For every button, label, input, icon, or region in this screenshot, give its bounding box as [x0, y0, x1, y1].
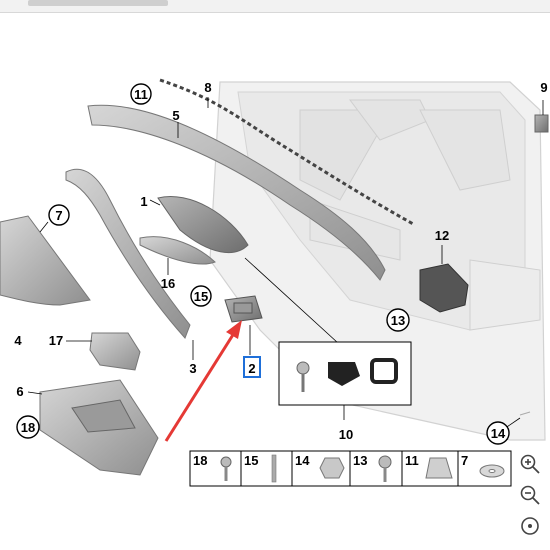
- part-9-clip: [534, 100, 549, 133]
- callout-4[interactable]: 4: [14, 333, 22, 348]
- callout-1[interactable]: 1: [140, 194, 147, 209]
- callout-11[interactable]: 11: [130, 83, 152, 105]
- callout-13[interactable]: 13: [386, 308, 410, 332]
- svg-text:13: 13: [391, 313, 405, 328]
- part-2-switch-bezel: [224, 295, 263, 355]
- callout-10[interactable]: 10: [339, 427, 353, 442]
- svg-text:14: 14: [491, 426, 506, 441]
- pin-icon: [271, 454, 277, 483]
- leader-line: [244, 257, 339, 344]
- part-6-storage-pocket: [27, 379, 159, 476]
- part-1-handle-trim: [149, 196, 249, 254]
- clip-icon: [425, 457, 453, 479]
- legend-item-7: 7: [461, 453, 468, 468]
- highlight-arrow: [164, 320, 242, 442]
- callout-16[interactable]: 16: [161, 276, 175, 291]
- zoom-in-icon: [520, 454, 540, 474]
- legend-item-18: 18: [193, 453, 207, 468]
- svg-text:11: 11: [134, 87, 148, 102]
- group-10-box: [278, 341, 412, 420]
- part-7-speaker-cover: [0, 215, 91, 306]
- frame-clip-icon: [370, 358, 398, 384]
- callout-9[interactable]: 9: [540, 80, 547, 95]
- zoom-out-button[interactable]: [514, 481, 546, 509]
- screw-icon: [378, 455, 392, 482]
- callout-7[interactable]: 7: [48, 204, 70, 226]
- nut-icon: [319, 457, 345, 479]
- part-17-bracket: [66, 332, 141, 371]
- zoom-in-button[interactable]: [514, 450, 546, 478]
- parts-legend: 18 15 14 13 11 7: [189, 450, 512, 487]
- callout-15[interactable]: 15: [190, 285, 212, 307]
- callout-17[interactable]: 17: [49, 333, 63, 348]
- callout-14[interactable]: 14: [486, 421, 510, 445]
- callout-6[interactable]: 6: [16, 384, 23, 399]
- part-3-handle-bar: [65, 168, 194, 360]
- screw-icon: [220, 456, 232, 481]
- zoom-out-icon: [520, 485, 540, 505]
- callout-18[interactable]: 18: [16, 415, 40, 439]
- callout-5[interactable]: 5: [172, 108, 179, 123]
- callout-12[interactable]: 12: [435, 228, 449, 243]
- legend-item-13: 13: [353, 453, 367, 468]
- callout-3[interactable]: 3: [189, 361, 196, 376]
- svg-text:7: 7: [55, 208, 62, 223]
- callout-8[interactable]: 8: [204, 80, 211, 95]
- legend-item-14: 14: [295, 453, 310, 468]
- callout-2[interactable]: 2: [248, 361, 255, 376]
- svg-text:18: 18: [21, 420, 35, 435]
- clip-icon: [328, 362, 360, 386]
- washer-icon: [479, 464, 505, 478]
- part-16-cover: [139, 236, 216, 275]
- screw-icon: [296, 361, 310, 392]
- part-5-trim-strip: [87, 104, 386, 281]
- blurred-header-text: [28, 0, 168, 6]
- highlight-box: [243, 356, 261, 378]
- legend-item-15: 15: [244, 453, 258, 468]
- svg-text:15: 15: [194, 289, 208, 304]
- legend-item-11: 11: [405, 453, 419, 468]
- reset-view-button[interactable]: [514, 512, 546, 540]
- target-icon: [521, 517, 539, 535]
- part-8-wire-strip: [159, 78, 416, 227]
- top-strip: [0, 0, 550, 13]
- part-12-bracket: [419, 245, 469, 313]
